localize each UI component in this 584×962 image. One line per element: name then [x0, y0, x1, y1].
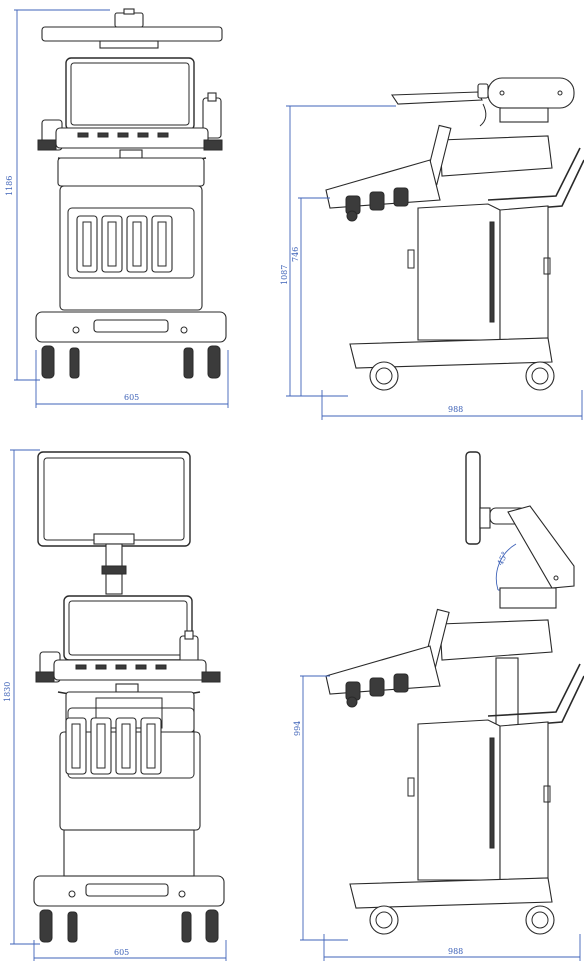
side-view-raised-dimensions: 994 988 [293, 675, 581, 961]
height-dim-1186: 1186 [5, 176, 14, 196]
side-view-raised: 45° [325, 451, 584, 935]
front-view-raised-dimensions: 1830 605 [3, 449, 227, 961]
width-dim-605: 605 [124, 393, 139, 402]
front-view-standard [35, 8, 227, 379]
height-dim-746: 746 [291, 247, 300, 262]
side-view-standard-dimensions: 1087 746 988 [280, 105, 583, 420]
front-view-raised [33, 451, 225, 943]
depth-dim-988-bottom: 988 [448, 947, 463, 956]
side-view-standard [325, 77, 584, 391]
height-dim-994: 994 [293, 721, 302, 736]
depth-dim-988-top: 988 [448, 405, 463, 414]
width-dim-605-bottom: 605 [114, 948, 129, 957]
height-dim-1830: 1830 [3, 682, 12, 702]
height-dim-1087: 1087 [280, 265, 289, 285]
front-view-standard-dimensions: 1186 605 [5, 9, 229, 408]
angle-dim-45: 45° [496, 550, 510, 567]
